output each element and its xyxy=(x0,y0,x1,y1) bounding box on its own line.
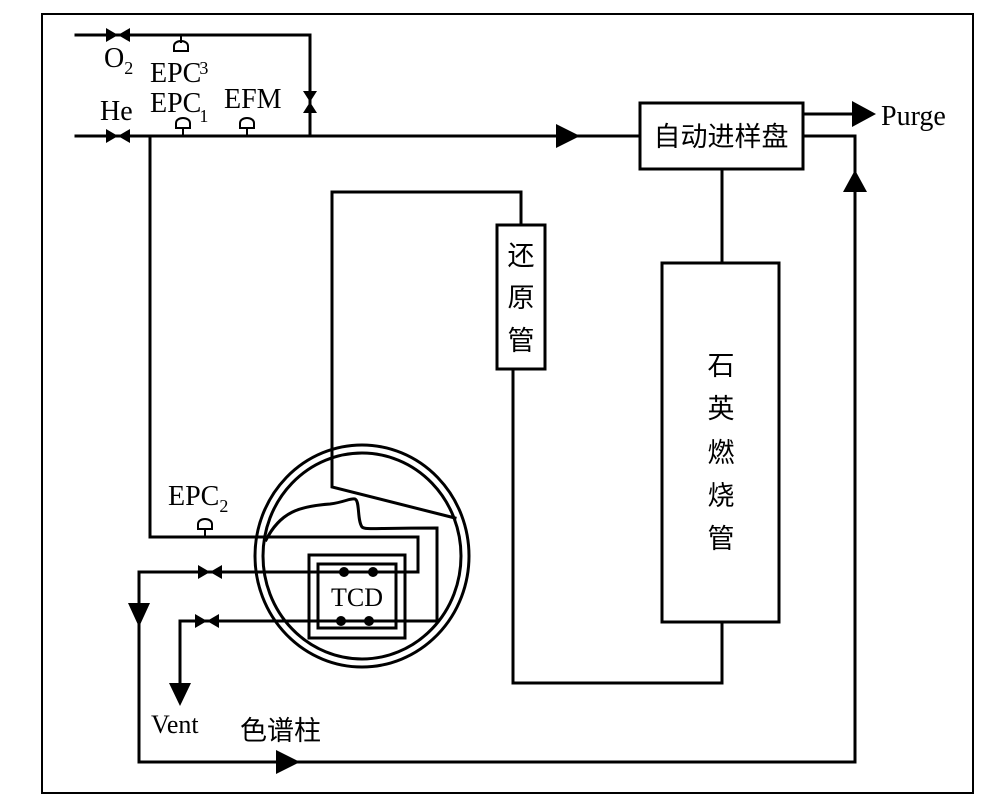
tcd-filament-dots xyxy=(336,567,378,626)
outer-frame xyxy=(41,13,974,794)
column-down-arrow-icon xyxy=(128,603,150,627)
svg-text:管: 管 xyxy=(508,326,535,357)
autosampler-label: 自动进样盘 xyxy=(654,122,789,153)
efm-sensor-icon xyxy=(239,117,255,136)
reduction-tube-label: 还 原 管 xyxy=(508,241,535,357)
combustion-to-reduction-line xyxy=(511,367,724,685)
tcd-oven-inner xyxy=(261,451,463,661)
epc3-label: EPC3 xyxy=(150,58,208,89)
epc1-label: EPC1 xyxy=(150,88,208,126)
vent-arrow-icon xyxy=(169,683,191,706)
combustion-tube-label: 石 英 燃 烧 管 xyxy=(708,351,735,555)
tcd-label: TCD xyxy=(331,583,383,612)
tcd-outer-box xyxy=(307,553,407,640)
helium-label: He xyxy=(100,96,133,127)
epc3-sensor-icon xyxy=(173,35,189,52)
column-inlet-line xyxy=(178,497,439,687)
svg-text:原: 原 xyxy=(508,283,535,314)
purge-arrow-icon xyxy=(852,101,876,127)
svg-text:烧: 烧 xyxy=(708,481,735,512)
vent-label: Vent xyxy=(151,710,199,739)
reference-valve-icon xyxy=(198,565,222,579)
vent-valve-icon xyxy=(195,614,219,628)
column-return-line xyxy=(128,134,867,774)
epc2-label: EPC2 xyxy=(168,481,228,516)
return-up-arrow-icon xyxy=(843,170,867,192)
column-label: 色谱柱 xyxy=(240,716,321,747)
svg-text:燃: 燃 xyxy=(708,438,735,469)
tcd-oven-outer xyxy=(253,443,471,669)
oxygen-valve-icon xyxy=(106,28,130,42)
oxygen-riser-valve-icon xyxy=(303,91,317,113)
oxygen-label: O2 xyxy=(104,43,133,78)
efm-label: EFM xyxy=(224,84,282,115)
purge-label: Purge xyxy=(881,101,946,132)
epc2-sensor-icon xyxy=(197,518,213,537)
oxygen-line xyxy=(74,28,317,138)
epc1-sensor-icon xyxy=(175,117,191,136)
tcd-inner-box xyxy=(316,562,398,630)
helium-line xyxy=(74,117,642,148)
svg-text:英: 英 xyxy=(708,394,735,425)
svg-text:管: 管 xyxy=(708,524,735,555)
helium-valve-icon xyxy=(106,129,130,143)
column-flow-arrow-icon xyxy=(276,750,300,774)
helium-flow-arrow-icon xyxy=(556,124,580,148)
purge-line xyxy=(801,101,876,127)
svg-text:石: 石 xyxy=(708,351,735,382)
helium-reference-line xyxy=(137,134,420,574)
svg-text:还: 还 xyxy=(508,241,535,272)
reduction-to-tcd-line xyxy=(330,190,523,520)
